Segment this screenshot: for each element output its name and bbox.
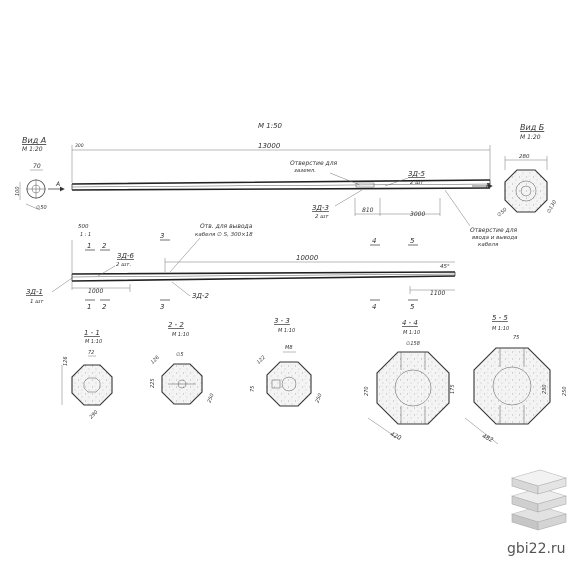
- top-beam-hole-note-right-2: ввода и вывода: [472, 235, 518, 241]
- cut-mark-2-bottom: 2: [102, 303, 107, 311]
- top-beam: 300 13000 Отверстие для заземл. ЗД-5 2 ш…: [71, 142, 518, 248]
- section-2-2-dim-a: ∅5: [176, 352, 184, 358]
- cut-mark-1-top: 1: [87, 242, 91, 250]
- top-beam-part-zd5: ЗД-5: [408, 170, 425, 178]
- section-5-5-scale: М 1:10: [492, 326, 509, 332]
- top-beam-length: 13000: [258, 142, 281, 150]
- section-2-2-dim-d: 250: [207, 393, 216, 404]
- top-beam-hole-note-1: Отверстие для: [290, 160, 338, 167]
- view-a-dim-100: 100: [15, 186, 21, 196]
- section-1-1-title: 1 - 1: [84, 329, 100, 337]
- section-5-5-title: 5 - 5: [492, 314, 508, 322]
- section-3-3: 3 - 3 М 1:10 М8 122 75 250: [250, 317, 324, 407]
- cut-mark-5-bottom: 5: [410, 303, 415, 311]
- view-a-dim-diam: ∅50: [36, 205, 47, 211]
- view-b-dim-diam130: ∅130: [546, 199, 558, 214]
- section-4-4-scale: М 1:10: [403, 330, 420, 336]
- bottom-beam-dim-1100: 1100: [430, 290, 445, 297]
- section-2-2-dim-b: 126: [150, 355, 161, 366]
- bottom-beam-part-zd1: ЗД-1: [26, 288, 43, 296]
- section-5-5-dim-b: 250: [562, 386, 568, 396]
- bottom-beam-dim-500: 500: [78, 224, 89, 230]
- bottom-beam-hole-note-2: кабеля ∅ S, 300×18: [195, 232, 253, 238]
- section-5-5-octagon: [473, 347, 551, 425]
- view-b: Вид Б М 1:20 280 ∅50 ∅130: [496, 123, 558, 218]
- bottom-beam-part-zd6: ЗД-6: [117, 252, 134, 260]
- top-beam-dim-810: 810: [362, 207, 374, 214]
- bottom-beam: 500 1 : 1 10000 Отв. для вывода кабеля ∅…: [26, 223, 456, 311]
- section-3-3-dim-b: 122: [256, 355, 267, 366]
- bottom-beam-part-zd6-qty: 2 шт.: [116, 262, 131, 268]
- section-5-5: 5 - 5 М 1:10 75 250 230 482: [464, 314, 568, 445]
- section-4-4: 4 - 4 М 1:10 ∅158 270 175 420: [364, 319, 456, 442]
- section-4-4-octagon: [376, 351, 450, 425]
- view-b-scale: М 1:20: [520, 134, 541, 141]
- cut-mark-3-top: 3: [160, 232, 164, 240]
- bottom-beam-hole-note-1: Отв. для вывода: [200, 223, 253, 230]
- view-b-dim-diam50: ∅50: [496, 207, 508, 218]
- section-1-1-dim-a: 72: [88, 350, 94, 356]
- section-3-3-octagon: [266, 361, 312, 407]
- top-beam-label-b: Б: [486, 182, 491, 190]
- section-4-4-title: 4 - 4: [402, 319, 418, 327]
- view-b-title: Вид Б: [520, 123, 545, 132]
- section-4-4-dim-a: ∅158: [406, 341, 420, 347]
- cut-mark-3-bottom: 3: [160, 303, 164, 311]
- top-beam-left-dim: 300: [75, 143, 84, 149]
- bottom-beam-angle: 45°: [440, 264, 450, 270]
- cut-mark-2-top: 2: [102, 242, 107, 250]
- view-b-dim-280: 280: [519, 154, 530, 160]
- watermark: gbi22.ru: [507, 469, 568, 557]
- top-beam-dim-3000: 3000: [410, 211, 425, 218]
- section-1-1-scale: М 1:10: [85, 339, 102, 345]
- section-4-4-dim-b: 270: [364, 386, 370, 396]
- section-2-2-scale: М 1:10: [172, 332, 189, 338]
- top-beam-part-zd5-qty: 2 шт: [410, 180, 424, 186]
- cut-mark-5-top: 5: [410, 237, 415, 245]
- section-1-1: 1 - 1 М 1:10 72 126 290: [61, 329, 113, 420]
- section-3-3-dim-d: 250: [315, 393, 324, 404]
- main-scale-label: М 1:50: [258, 122, 283, 130]
- section-4-4-dim-c: 175: [450, 384, 456, 394]
- view-a: Вид А М 1:20 70 100 ∅50 А: [15, 136, 65, 211]
- bottom-beam-part-zd2: ЗД-2: [192, 292, 209, 300]
- stacked-slabs-icon: [510, 469, 568, 531]
- top-beam-hole-note-2: заземл.: [294, 168, 316, 174]
- bottom-beam-dim-1-1: 1 : 1: [80, 232, 91, 238]
- bottom-beam-dim-1000: 1000: [88, 288, 103, 295]
- cut-mark-4-bottom: 4: [372, 303, 376, 311]
- section-3-3-scale: М 1:10: [278, 328, 295, 334]
- watermark-text: gbi22.ru: [507, 541, 566, 557]
- section-1-1-dim-c: 290: [88, 409, 99, 420]
- section-1-1-dim-b: 126: [63, 356, 69, 366]
- view-b-octagon: [504, 169, 548, 213]
- section-2-2-title: 2 - 2: [168, 321, 184, 329]
- top-beam-part-zd3-qty: 2 шт: [315, 214, 329, 220]
- view-a-scale: М 1:20: [22, 146, 43, 153]
- section-5-5-dim-d: 482: [481, 433, 495, 444]
- view-a-dim-70: 70: [33, 163, 41, 170]
- cut-mark-4-top: 4: [372, 237, 376, 245]
- top-beam-hole-note-right-3: кабеля: [478, 242, 499, 248]
- section-3-3-dim-c: 75: [250, 386, 256, 392]
- section-5-5-dim-c: 230: [542, 384, 548, 394]
- section-2-2-dim-c: 225: [150, 378, 156, 388]
- top-beam-part-zd3: ЗД-3: [312, 204, 329, 212]
- section-1-1-octagon: [71, 364, 113, 406]
- bottom-beam-part-zd1-qty: 1 шт: [30, 299, 44, 305]
- cut-mark-1-bottom: 1: [87, 303, 91, 311]
- view-a-title: Вид А: [22, 136, 46, 145]
- section-5-5-dim-a: 75: [513, 335, 519, 341]
- section-2-2: 2 - 2 М 1:10 ∅5 126 225 250: [150, 321, 216, 405]
- section-3-3-title: 3 - 3: [274, 317, 290, 325]
- view-a-arrow-label: А: [55, 181, 60, 188]
- top-beam-hole-note-right-1: Отверстие для: [470, 227, 518, 234]
- section-3-3-dim-a: М8: [285, 345, 293, 351]
- bottom-beam-dim-10000: 10000: [296, 254, 319, 262]
- section-4-4-dim-d: 420: [389, 431, 403, 442]
